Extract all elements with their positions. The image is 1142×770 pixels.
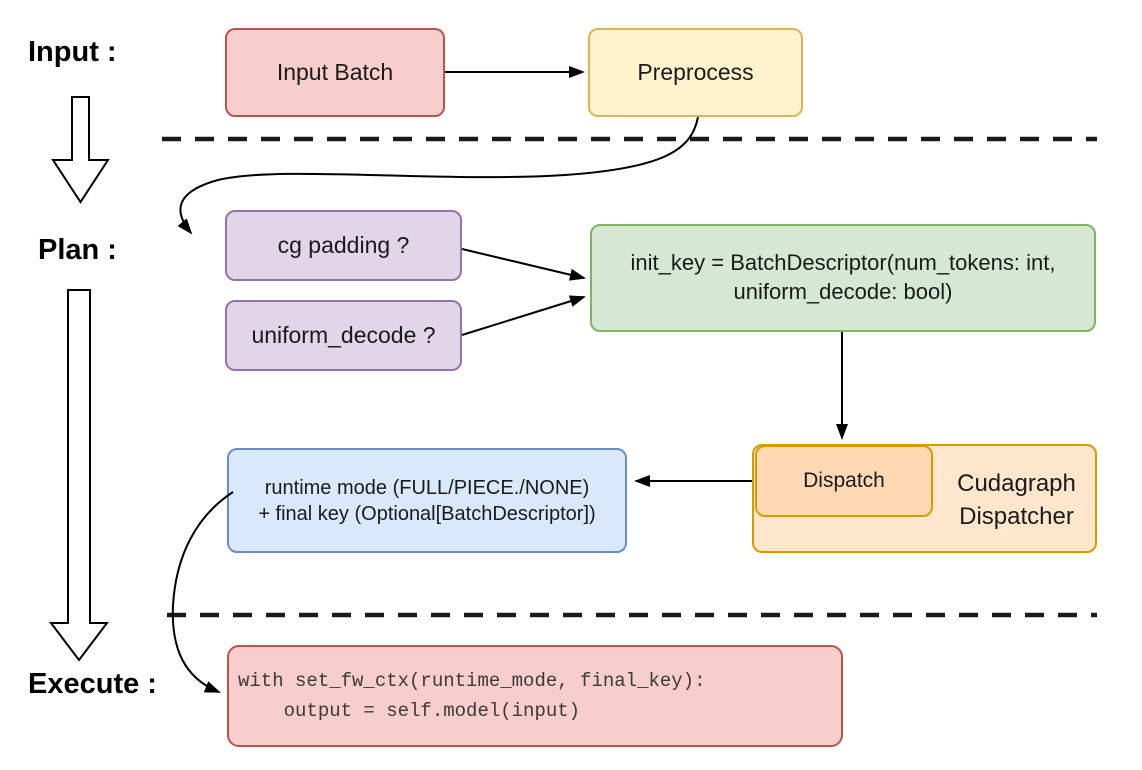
cudagraph-dispatcher-line2: Dispatcher (959, 502, 1074, 530)
node-init-key: init_key = BatchDescriptor(num_tokens: i… (590, 224, 1096, 332)
node-dispatch-label: Dispatch (803, 469, 885, 493)
node-init-key-line2: uniform_decode: bool) (733, 279, 953, 304)
arrow-uniform-decode-to-init-key (461, 295, 586, 336)
node-init-key-line1: init_key = BatchDescriptor(num_tokens: i… (630, 250, 1056, 276)
stage-label-input: Input : (28, 36, 117, 68)
node-runtime-result: runtime mode (FULL/PIECE./NONE) + final … (227, 448, 627, 553)
node-input-batch: Input Batch (225, 28, 445, 117)
block-arrow-input-to-plan-icon (51, 96, 110, 204)
node-runtime-result-line1: runtime mode (FULL/PIECE./NONE) (264, 476, 590, 499)
node-preprocess-label: Preprocess (637, 58, 754, 85)
stage-label-plan: Plan : (38, 234, 117, 266)
execute-code-line1: with set_fw_ctx(runtime_mode, final_key)… (238, 670, 706, 692)
arrow-runtime-result-to-execute-code (171, 491, 234, 693)
node-dispatch: Dispatch (755, 445, 933, 517)
execute-code-line2: output = self.model(input) (238, 700, 581, 722)
stage-label-execute: Execute : (28, 668, 157, 700)
node-input-batch-label: Input Batch (276, 58, 394, 85)
node-uniform-decode-label: uniform_decode ? (251, 321, 436, 348)
node-cg-padding-label: cg padding ? (277, 231, 410, 258)
cudagraph-dispatcher-label: Cudagraph Dispatcher (934, 446, 1099, 555)
node-execute-code: with set_fw_ctx(runtime_mode, final_key)… (227, 645, 843, 747)
node-uniform-decode: uniform_decode ? (225, 300, 462, 371)
block-arrow-plan-to-execute-icon (48, 289, 110, 662)
arrow-cg-padding-to-init-key (461, 248, 586, 281)
node-cg-padding: cg padding ? (225, 210, 462, 281)
node-preprocess: Preprocess (588, 28, 803, 117)
node-runtime-result-line2: + final key (Optional[BatchDescriptor]) (258, 502, 596, 525)
cudagraph-dispatcher-line1: Cudagraph (957, 470, 1076, 498)
